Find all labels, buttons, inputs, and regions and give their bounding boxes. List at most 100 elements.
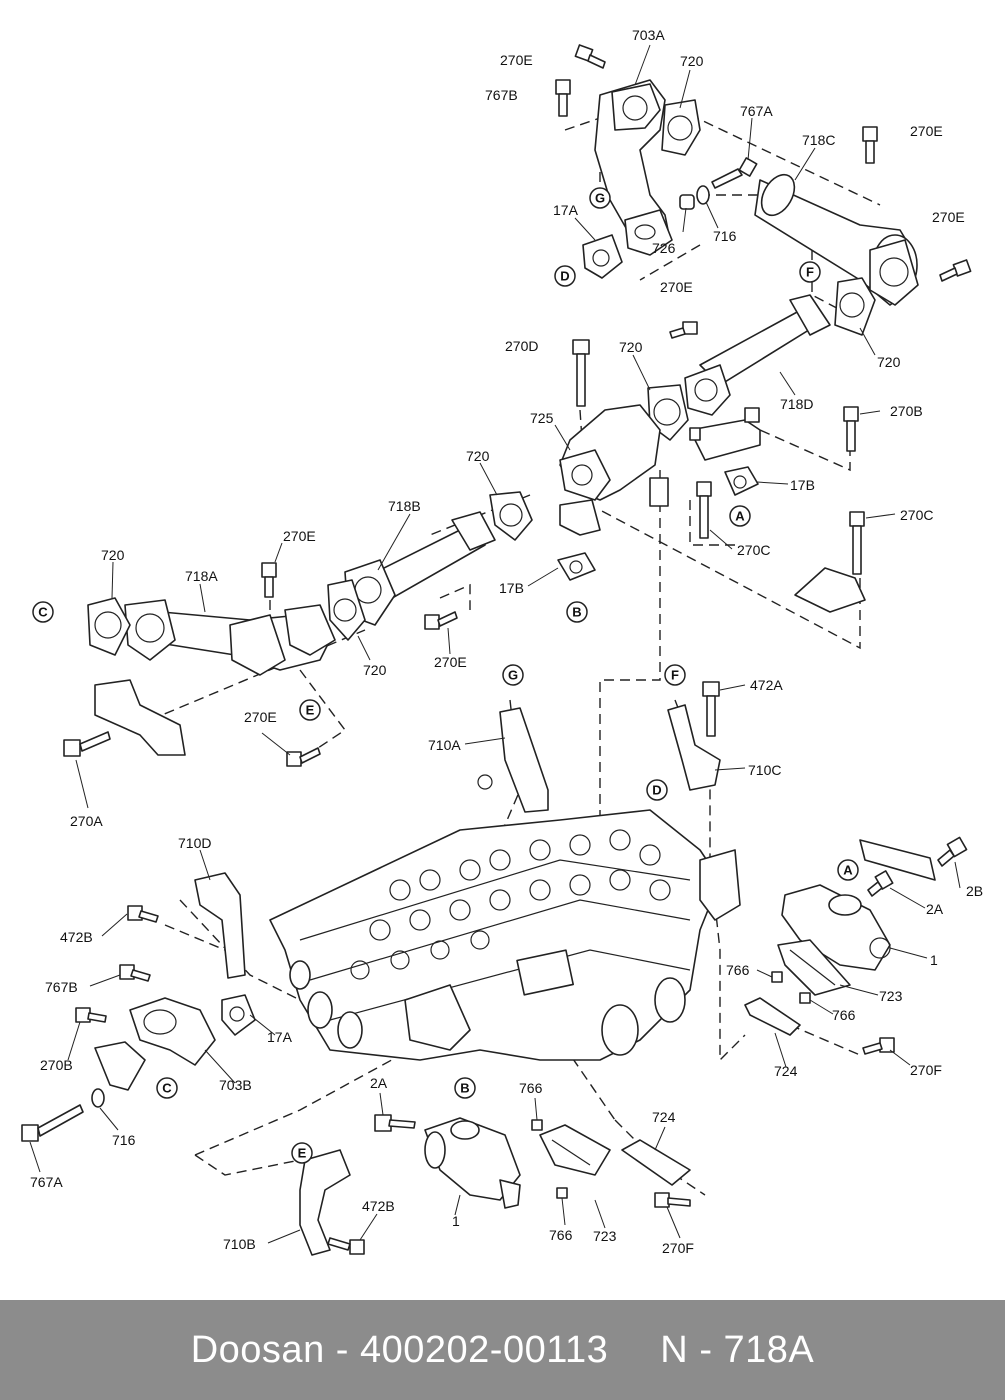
gasket-723-r: [777, 939, 851, 996]
label-767B: 767B: [45, 979, 78, 995]
label-720: 720: [101, 547, 125, 563]
label-2A: 2A: [370, 1075, 388, 1091]
bolt-270B-r: [843, 406, 859, 452]
ref-marker-D: D: [554, 265, 576, 287]
label-17B: 17B: [499, 580, 524, 596]
pipe-718B: [344, 511, 496, 626]
footer-banner: Doosan - 400202-00113 N - 718A: [0, 1300, 1005, 1400]
label-472A: 472A: [750, 677, 783, 693]
bolt-472B-low: [327, 1237, 365, 1255]
svg-text:F: F: [806, 265, 814, 280]
ref-marker-F: F: [664, 664, 686, 686]
manifold-725: [559, 404, 669, 536]
flange-arm-718D: [689, 407, 761, 461]
cover-724-low: [621, 1139, 691, 1186]
ref-marker-G: G: [502, 664, 524, 686]
bolt-270D: [572, 339, 590, 407]
label-270E: 270E: [434, 654, 467, 670]
bracket-703B-low: [94, 1041, 146, 1091]
gasket-720-left2: [489, 491, 533, 541]
label-724: 724: [774, 1063, 798, 1079]
label-766: 766: [726, 962, 750, 978]
bolt-270E-mid: [669, 321, 698, 339]
svg-text:G: G: [508, 668, 518, 683]
ref-marker-C: C: [32, 601, 54, 623]
bolt-2A-low: [374, 1114, 416, 1132]
label-270D: 270D: [505, 338, 538, 354]
spacer-766-low2: [556, 1187, 568, 1199]
ref-marker-D: D: [646, 779, 668, 801]
spacer-766-r2: [799, 992, 811, 1004]
gasket-720-bot: [327, 579, 366, 641]
bolt-270E-r: [939, 259, 972, 282]
label-716: 716: [713, 228, 737, 244]
bracket-270A: [94, 679, 186, 756]
label-710B: 710B: [223, 1236, 256, 1252]
svg-text:G: G: [595, 191, 605, 206]
washer-716-low: [91, 1088, 105, 1108]
label-2B: 2B: [966, 883, 983, 899]
label-724: 724: [652, 1109, 676, 1125]
svg-text:F: F: [671, 668, 679, 683]
label-270C: 270C: [900, 507, 933, 523]
svg-text:B: B: [572, 605, 581, 620]
exploded-parts-diagram: 703A 270E 720 767B 767A 718C 270E 270E 1…: [21, 27, 983, 1256]
gasket-17A-low: [221, 994, 256, 1036]
svg-text:E: E: [306, 703, 315, 718]
exhaust-manifold-703A: [594, 79, 673, 256]
pipe-718D: [684, 294, 831, 416]
label-270E: 270E: [910, 123, 943, 139]
footer-code-prefix: N: [660, 1328, 689, 1371]
gasket-720-top: [661, 99, 701, 156]
label-720: 720: [619, 339, 643, 355]
bracket-270C: [794, 511, 866, 613]
bolt-270B-low: [75, 1007, 107, 1023]
ref-marker-C: C: [156, 1077, 178, 1099]
label-766: 766: [549, 1227, 573, 1243]
ref-marker-A: A: [837, 859, 859, 881]
svg-text:A: A: [735, 509, 745, 524]
label-725: 725: [530, 410, 554, 426]
label-710A: 710A: [428, 737, 461, 753]
spacer-766-low: [531, 1119, 543, 1131]
bolt-270F-low: [654, 1192, 691, 1208]
svg-text:D: D: [560, 269, 569, 284]
label-472B: 472B: [362, 1198, 395, 1214]
svg-text:A: A: [843, 863, 853, 878]
bolt-767B-low: [119, 964, 151, 982]
bolt-2A-r: [867, 870, 894, 897]
gasket-17A-top: [582, 234, 623, 279]
gasket-720-midr: [834, 277, 876, 336]
svg-text:B: B: [460, 1081, 469, 1096]
bolt-767A-top: [711, 157, 758, 189]
label-767A: 767A: [740, 103, 773, 119]
svg-text:C: C: [38, 605, 48, 620]
egr-valve-1-r: [781, 884, 891, 971]
cylinder-head-block: [269, 809, 741, 1061]
label-270C: 270C: [737, 542, 770, 558]
pipe-718C: [754, 173, 919, 306]
label-270E: 270E: [244, 709, 277, 725]
label-710C: 710C: [748, 762, 781, 778]
label-767B: 767B: [485, 87, 518, 103]
ref-marker-F: F: [799, 261, 821, 283]
label-1: 1: [452, 1213, 460, 1229]
label-17B: 17B: [790, 477, 815, 493]
label-720: 720: [466, 448, 490, 464]
footer-part-number: 400202-00113: [359, 1328, 609, 1371]
bolt-767B-top: [555, 79, 571, 117]
label-703B: 703B: [219, 1077, 252, 1093]
bolt-270E-left: [261, 562, 277, 598]
gasket-17B-r: [724, 466, 759, 496]
label-723: 723: [879, 988, 903, 1004]
label-270E: 270E: [500, 52, 533, 68]
label-270E: 270E: [932, 209, 965, 225]
label-270E: 270E: [283, 528, 316, 544]
ref-marker-G: G: [589, 187, 611, 209]
label-767A: 767A: [30, 1174, 63, 1190]
label-720: 720: [680, 53, 704, 69]
ref-marker-A: A: [729, 505, 751, 527]
bolt-270E-top: [574, 44, 606, 69]
part-labels: 703A 270E 720 767B 767A 718C 270E 270E 1…: [30, 27, 983, 1256]
label-270F: 270F: [662, 1240, 694, 1256]
